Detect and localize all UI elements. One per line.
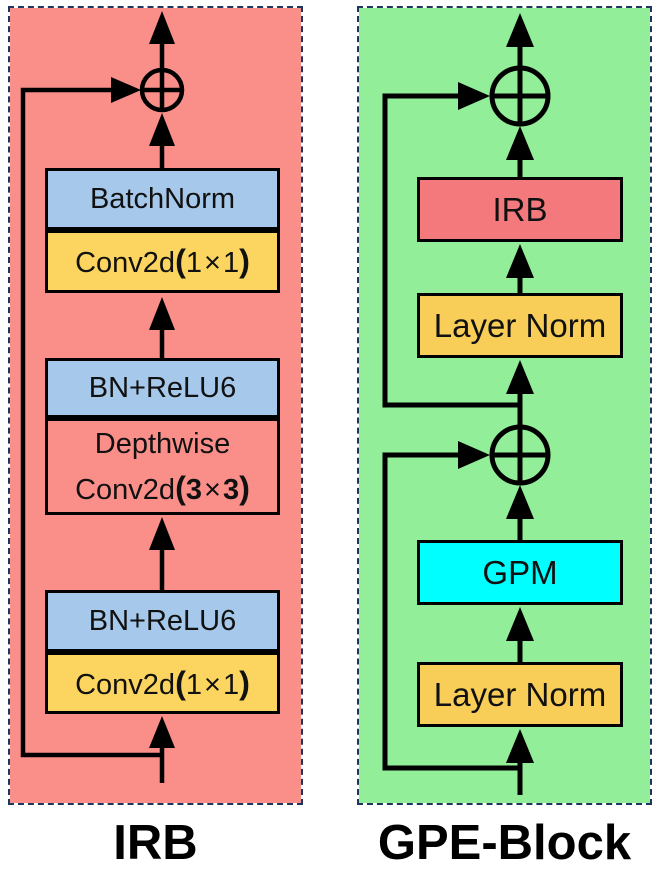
bn-relu6-bottom-box: BN+ReLU6 bbox=[45, 590, 280, 652]
irb-box-label: IRB bbox=[492, 190, 548, 228]
batchnorm-label: BatchNorm bbox=[89, 182, 236, 215]
layer-norm-top-label: Layer Norm bbox=[433, 306, 607, 344]
layer-norm-bottom-label: Layer Norm bbox=[433, 675, 607, 713]
depthwise-label-line2: Conv2d(3×3) bbox=[75, 469, 250, 506]
bn-relu6-bottom-label: BN+ReLU6 bbox=[88, 604, 237, 637]
bn-relu6-mid-label: BN+ReLU6 bbox=[88, 371, 237, 404]
layer-norm-bottom-box: Layer Norm bbox=[417, 662, 623, 727]
irb-caption: IRB bbox=[113, 816, 198, 870]
conv2d-1x1-top-label: Conv2d(1×1) bbox=[75, 243, 250, 279]
gpm-label: GPM bbox=[482, 553, 558, 591]
bn-relu6-mid-box: BN+ReLU6 bbox=[45, 358, 280, 418]
depthwise-conv-box: Depthwise Conv2d(3×3) bbox=[45, 418, 280, 515]
layer-norm-top-box: Layer Norm bbox=[417, 293, 623, 358]
conv2d-1x1-top-box: Conv2d(1×1) bbox=[45, 230, 280, 293]
gpm-box: GPM bbox=[417, 540, 623, 605]
conv2d-1x1-bottom-box: Conv2d(1×1) bbox=[45, 652, 280, 714]
depthwise-label-line1: Depthwise bbox=[94, 427, 231, 460]
gpe-caption: GPE-Block bbox=[377, 816, 632, 870]
irb-box: IRB bbox=[417, 177, 623, 242]
conv2d-1x1-bottom-label: Conv2d(1×1) bbox=[75, 664, 250, 701]
batchnorm-box: BatchNorm bbox=[45, 168, 280, 230]
